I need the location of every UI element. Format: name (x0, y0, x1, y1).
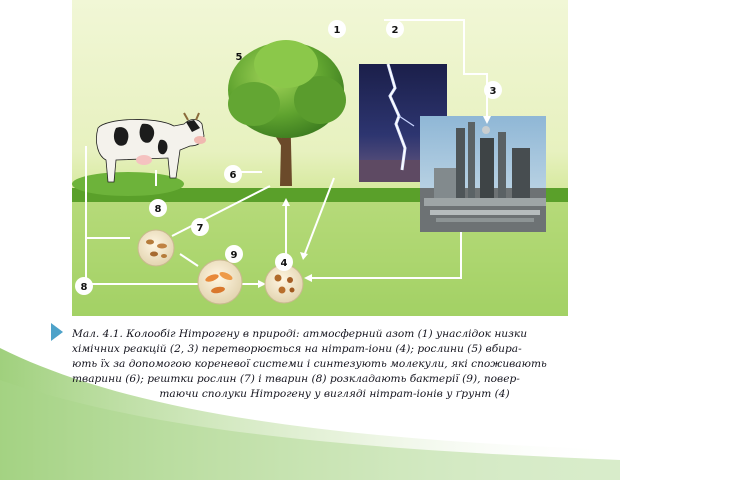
label-2: 2 (392, 25, 399, 36)
bacteria-dish-left (137, 229, 175, 267)
label-8-lower: 8 (81, 282, 88, 293)
arrow-dish-to-dish (179, 253, 199, 267)
arrow-factory-to-soil (312, 232, 462, 279)
number-labels: 1 2 3 4 5 6 7 8 8 9 (75, 20, 502, 295)
caption-line-1: Мал. 4.1. Колообіг Нітрогену в природі: … (72, 328, 528, 340)
label-7: 7 (197, 223, 204, 234)
arrow-plant-remains (171, 185, 271, 237)
label-6: 6 (230, 170, 237, 181)
caption-marker-icon (51, 323, 63, 341)
arrow-lightning-to-soil (303, 177, 335, 257)
label-1: 1 (334, 25, 341, 36)
nitrogen-cycle-figure: 1 2 3 4 5 6 7 8 8 9 (72, 0, 568, 316)
label-5: 5 (236, 52, 243, 63)
label-3: 3 (490, 86, 497, 97)
caption-line-2: хімічних реакцій (2, 3) перетворюється н… (72, 343, 522, 355)
caption-line-5: таючи сполуки Нітрогену у вигляді нітрат… (159, 388, 510, 400)
nitrate-soil-dish (264, 264, 304, 304)
decorative-green-wave (0, 348, 620, 480)
caption-line-4: тварини (6); рештки рослин (7) і тварин … (72, 373, 520, 385)
bacteria-dish-middle (197, 259, 243, 305)
label-9: 9 (231, 250, 238, 261)
label-8-upper: 8 (155, 204, 162, 215)
nitrogen-cycle-diagram: 1 2 3 4 5 6 7 8 8 9 (72, 19, 568, 316)
label-4: 4 (281, 258, 288, 269)
figure-caption: Мал. 4.1. Колообіг Нітрогену в природі: … (72, 327, 597, 402)
factory-illustration (420, 116, 546, 232)
tree-illustration (228, 40, 346, 186)
cow-illustration (72, 112, 206, 196)
caption-line-3: ють їх за допомогою кореневої системи і … (72, 358, 547, 370)
